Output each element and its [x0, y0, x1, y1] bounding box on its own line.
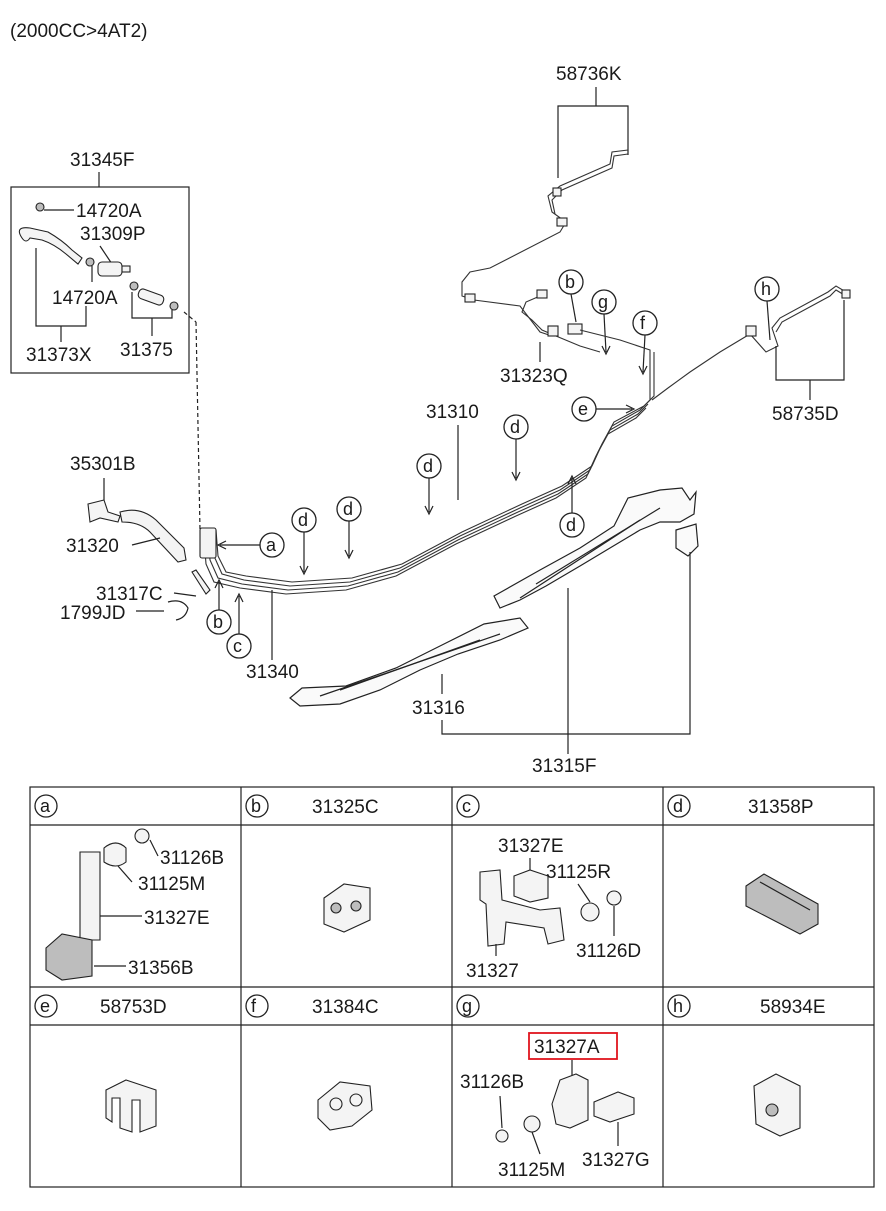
svg-text:a: a — [266, 535, 277, 555]
detail-cell-h[interactable]: h 58934E — [667, 994, 826, 1137]
svg-text:31126D: 31126D — [576, 941, 641, 962]
svg-text:d: d — [566, 515, 576, 535]
frame-rail-31315F[interactable] — [493, 487, 699, 609]
detail-grid — [29, 786, 875, 1188]
callout-31310: 31310 — [426, 402, 479, 423]
callout-31323Q: 31323Q — [500, 366, 568, 387]
callout-g[interactable]: g — [591, 289, 617, 356]
callout-a[interactable]: a — [199, 527, 285, 559]
frame-rail-31316[interactable] — [289, 617, 529, 707]
callout-31375: 31375 — [120, 340, 173, 361]
callout-c[interactable]: c — [226, 592, 252, 659]
svg-text:g: g — [598, 292, 608, 312]
detail-cell-c[interactable]: c 31327E 31125R 31126D 31327 — [456, 794, 641, 982]
tube-31323Q[interactable]: 31323Q — [500, 289, 601, 387]
callout-58735D: 58735D — [772, 404, 839, 425]
callout-d-1[interactable]: d — [559, 474, 585, 538]
brake-line-58736K[interactable]: 58736K — [461, 64, 629, 337]
callout-31316: 31316 — [412, 698, 465, 719]
svg-text:d: d — [423, 456, 433, 476]
callout-31373X: 31373X — [26, 345, 92, 366]
svg-text:d: d — [298, 510, 308, 530]
svg-text:31356B: 31356B — [128, 958, 194, 979]
detail-cell-a[interactable]: a 31126B 31125M 31327E 31356B — [34, 794, 224, 981]
svg-text:31325C: 31325C — [312, 797, 379, 818]
highlight-box — [528, 1032, 618, 1060]
callout-31320: 31320 — [66, 536, 119, 557]
callout-31340: 31340 — [246, 662, 299, 683]
svg-text:h: h — [761, 279, 771, 299]
callout-b-upper[interactable]: b — [558, 269, 584, 323]
engine-spec-label: (2000CC>4AT2) — [10, 21, 147, 42]
hose-35301B[interactable]: 35301B 31320 31317C 1799JD — [60, 454, 211, 624]
callout-e[interactable]: e — [571, 396, 636, 422]
svg-text:31125M: 31125M — [498, 1160, 565, 1181]
svg-text:58934E: 58934E — [760, 997, 826, 1018]
svg-text:31126B: 31126B — [160, 848, 224, 869]
detail-cell-d[interactable]: d 31358P — [667, 794, 819, 935]
svg-text:b: b — [565, 272, 575, 292]
callout-31315F: 31315F — [532, 756, 596, 777]
filter-kit-31345F[interactable]: 31345F 14720A 31309P 14720A 31373X 31375 — [10, 150, 201, 531]
svg-text:31327G: 31327G — [582, 1150, 650, 1171]
detail-cell-b[interactable]: b 31325C — [245, 794, 379, 933]
svg-text:31125M: 31125M — [138, 874, 205, 895]
svg-text:f: f — [251, 996, 257, 1016]
callout-14720A-top: 14720A — [76, 201, 142, 222]
detail-cell-g[interactable]: g 31327A 31126B 31125M 31327G — [456, 994, 650, 1181]
callout-31309P: 31309P — [80, 224, 146, 245]
brake-line-58735D[interactable]: h 58735D — [651, 276, 851, 425]
callout-31345F: 31345F — [70, 150, 134, 171]
svg-text:b: b — [213, 612, 223, 632]
svg-text:31126B: 31126B — [460, 1072, 524, 1093]
svg-text:58753D: 58753D — [100, 997, 167, 1018]
svg-text:d: d — [343, 499, 353, 519]
svg-text:31327E: 31327E — [498, 836, 564, 857]
callout-1799JD: 1799JD — [60, 603, 126, 624]
callout-58736K: 58736K — [556, 64, 622, 85]
callout-d-4[interactable]: d — [416, 453, 442, 516]
callout-14720A-lower: 14720A — [52, 288, 118, 309]
callout-d-5[interactable]: d — [503, 414, 529, 482]
svg-text:31384C: 31384C — [312, 997, 379, 1018]
svg-text:e: e — [578, 399, 588, 419]
detail-cell-e[interactable]: e 58753D — [34, 994, 167, 1133]
svg-text:a: a — [40, 796, 51, 816]
svg-text:c: c — [233, 636, 242, 656]
svg-text:31327E: 31327E — [144, 908, 210, 929]
detail-cell-f[interactable]: f 31384C — [245, 994, 379, 1131]
highlighted-part-label: 31327A — [534, 1037, 600, 1058]
svg-text:g: g — [462, 996, 472, 1016]
line-31340[interactable]: 31340 — [246, 590, 299, 683]
callout-f[interactable]: f — [632, 310, 658, 376]
svg-text:h: h — [673, 996, 683, 1016]
svg-text:31125R: 31125R — [546, 862, 611, 883]
svg-text:e: e — [40, 996, 50, 1016]
svg-text:f: f — [640, 313, 646, 333]
callout-d-3[interactable]: d — [336, 496, 362, 560]
callout-d-2[interactable]: d — [291, 507, 317, 576]
svg-text:d: d — [510, 417, 520, 437]
callout-35301B: 35301B — [70, 454, 136, 475]
svg-text:d: d — [673, 796, 683, 816]
svg-text:b: b — [251, 796, 261, 816]
svg-text:c: c — [462, 796, 471, 816]
svg-text:31358P: 31358P — [748, 797, 814, 818]
callout-31317C: 31317C — [96, 584, 163, 605]
svg-text:31327: 31327 — [466, 961, 519, 982]
fuel-lines-31310[interactable]: 31310 — [203, 329, 655, 595]
callout-b-lower[interactable]: b — [206, 578, 232, 635]
